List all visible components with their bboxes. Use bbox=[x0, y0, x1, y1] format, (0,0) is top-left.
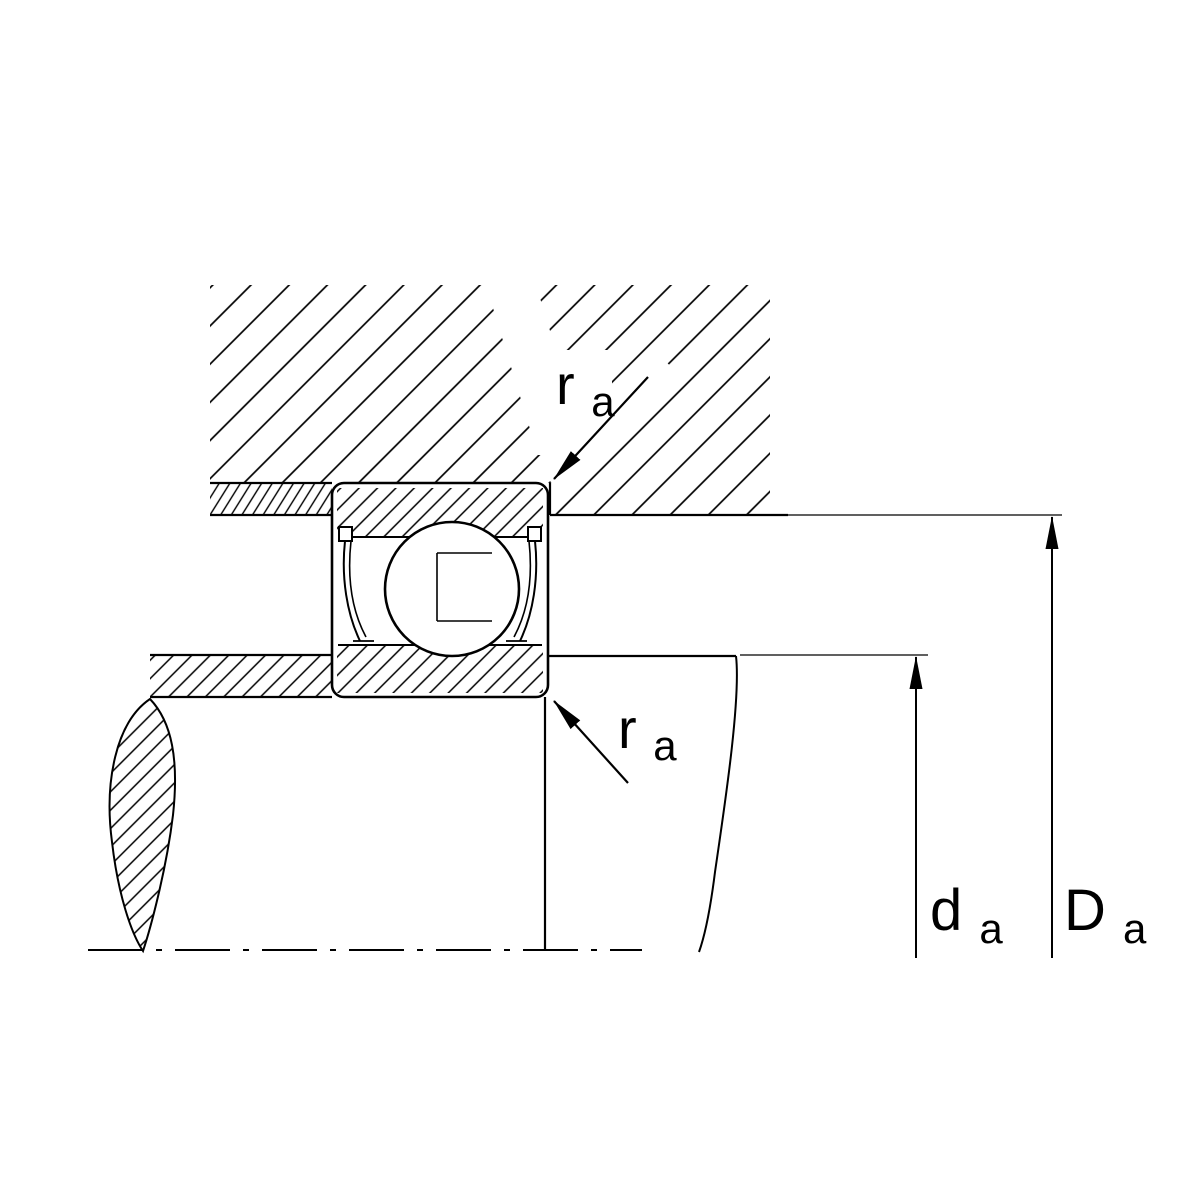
leader-line-ra-bottom bbox=[553, 700, 629, 784]
housing-section bbox=[210, 285, 770, 515]
housing-edges bbox=[210, 481, 788, 517]
housing-cover-section bbox=[210, 483, 332, 515]
label-Da-sub: a bbox=[1123, 905, 1147, 952]
label-da-sub: a bbox=[979, 905, 1003, 952]
label-ra-bottom-sub: a bbox=[653, 722, 677, 769]
shaft-section bbox=[108, 653, 332, 954]
bearing bbox=[330, 481, 550, 699]
label-ra-top-bg bbox=[542, 350, 612, 424]
seal-right bbox=[506, 526, 542, 642]
label-ra-top-main: r bbox=[556, 353, 575, 416]
leader-ra-top: r a bbox=[542, 350, 649, 480]
seal-left bbox=[338, 526, 374, 642]
leader-ra-bottom: r a bbox=[553, 697, 677, 784]
label-ra-bottom: r a bbox=[618, 697, 677, 769]
shaft-shoulder-hatch bbox=[150, 655, 332, 697]
label-da: d a bbox=[930, 878, 1003, 952]
label-Da: D a bbox=[1064, 878, 1147, 952]
label-Da-main: D bbox=[1064, 878, 1106, 943]
dimension-Da: D a bbox=[1045, 516, 1147, 958]
shaft-break-curve bbox=[698, 655, 738, 953]
label-da-main: d bbox=[930, 878, 962, 943]
cage bbox=[436, 552, 492, 622]
leader-line-ra-top bbox=[553, 376, 649, 480]
label-ra-top: r a bbox=[556, 353, 615, 425]
shaft-view bbox=[543, 654, 738, 953]
label-ra-bottom-main: r bbox=[618, 697, 637, 760]
label-ra-top-sub: a bbox=[591, 378, 615, 425]
ball bbox=[383, 520, 521, 658]
dimension-da: d a bbox=[909, 656, 1003, 958]
housing-hatch-area bbox=[210, 285, 770, 515]
